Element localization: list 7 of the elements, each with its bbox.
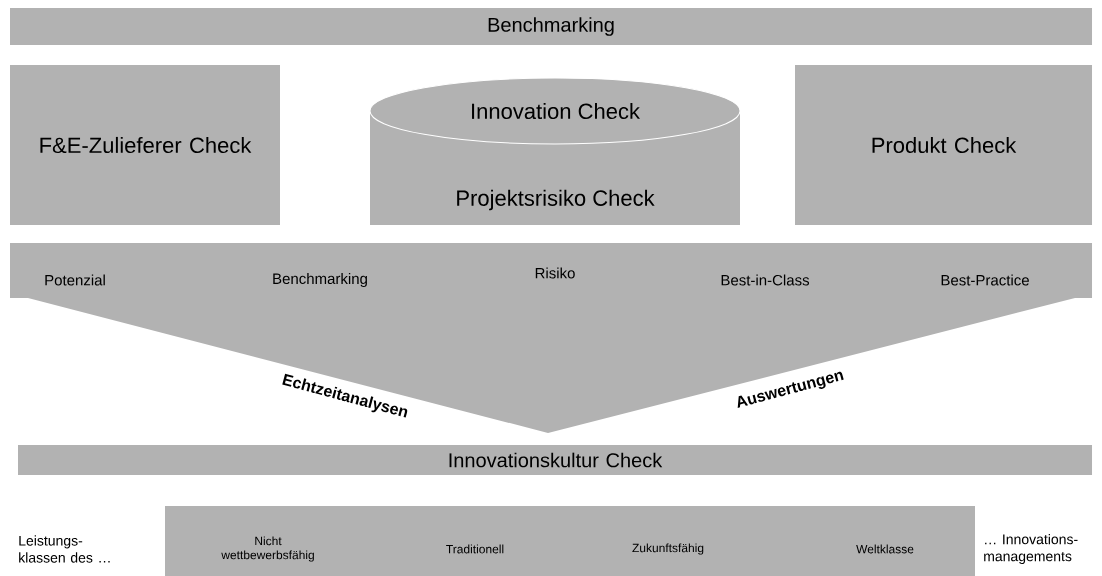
title-bar: Innovationskultur Check [18, 445, 1092, 475]
class-bar: Nicht wettbewerbsfähig Traditionell Zukunftsfähig Weltklasse [165, 506, 975, 576]
check-box: F&E-Zulieferer Check [10, 65, 280, 225]
check-box: Produkt Check [795, 65, 1092, 225]
cylinder: Innovation Check Projektsrisiko Check [369, 77, 741, 225]
title-bar: Benchmarking [10, 8, 1092, 45]
side-label: Leistungs- klassen des … [19, 535, 110, 563]
